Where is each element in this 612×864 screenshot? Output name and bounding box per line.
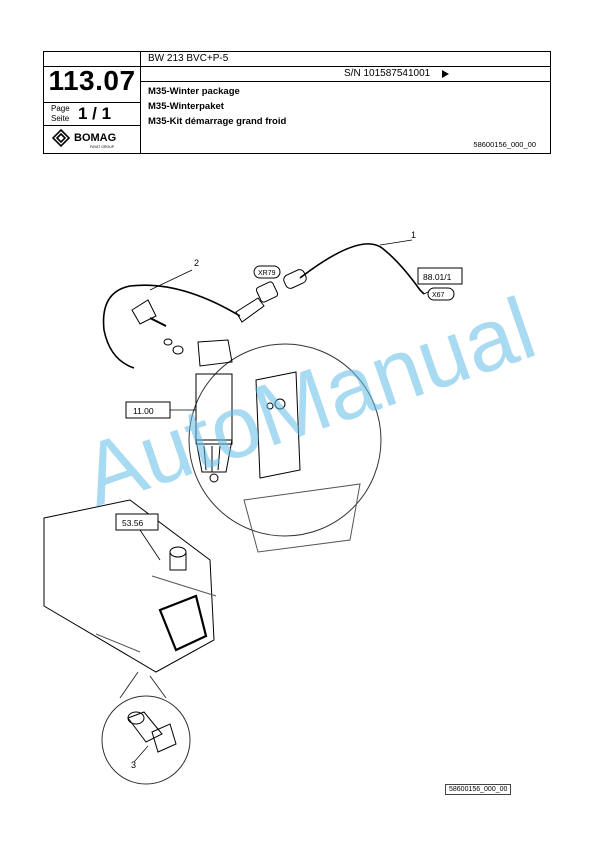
cable-1 xyxy=(299,243,425,295)
title-block: BW 213 BVC+P-5 S/N 101587541001 113.07 P… xyxy=(43,51,551,154)
cable-2 xyxy=(102,284,241,369)
title-de: M35-Winterpaket xyxy=(148,101,224,112)
small-detail-circle xyxy=(101,695,191,785)
exploded-parts-drawing: 1 2 3 XR79 88.01/1 X67 11.00 53.56 xyxy=(43,230,463,785)
heater-plug xyxy=(127,711,163,743)
callout-2: 2 xyxy=(194,258,199,268)
detail-circle xyxy=(188,343,382,537)
ref-x67: X67 xyxy=(432,292,445,299)
play-arrow-icon xyxy=(442,70,449,78)
filter-bracket xyxy=(255,371,301,479)
ref-11-00: 11.00 xyxy=(133,406,154,416)
drawing-reference: 58600156_000_00 xyxy=(445,784,512,795)
callout-3: 3 xyxy=(131,760,136,770)
elbow-connector xyxy=(131,299,157,325)
callout-1: 1 xyxy=(411,230,416,240)
ref-88-01: 88.01/1 xyxy=(423,272,452,282)
doc-reference: 58600156_000_00 xyxy=(473,140,536,149)
bomag-logo: BOMAG FAYAT GROUP xyxy=(52,128,116,149)
filter-head xyxy=(197,339,233,367)
ref-xr79: XR79 xyxy=(258,270,276,277)
filter-bowl xyxy=(195,439,233,473)
seite-label: Seite xyxy=(51,114,70,123)
connector-part xyxy=(283,269,307,289)
connector-nut xyxy=(255,281,279,303)
ref-53-56: 53.56 xyxy=(122,518,144,528)
sensor-body xyxy=(235,297,265,323)
page-number: 113.07 xyxy=(48,65,136,96)
model-name: BW 213 BVC+P-5 xyxy=(148,53,229,64)
svg-text:BOMAG: BOMAG xyxy=(74,132,116,144)
page-label: Page xyxy=(51,104,70,113)
title-fr: M35-Kit démarrage grand froid xyxy=(148,116,287,127)
serial-number: S/N 101587541001 xyxy=(344,68,431,79)
title-en: M35-Winter package xyxy=(148,86,240,97)
tank-housing xyxy=(43,499,215,673)
filter-housing xyxy=(195,373,233,445)
page-count: 1 / 1 xyxy=(78,104,112,123)
svg-text:FAYAT GROUP: FAYAT GROUP xyxy=(90,145,115,149)
